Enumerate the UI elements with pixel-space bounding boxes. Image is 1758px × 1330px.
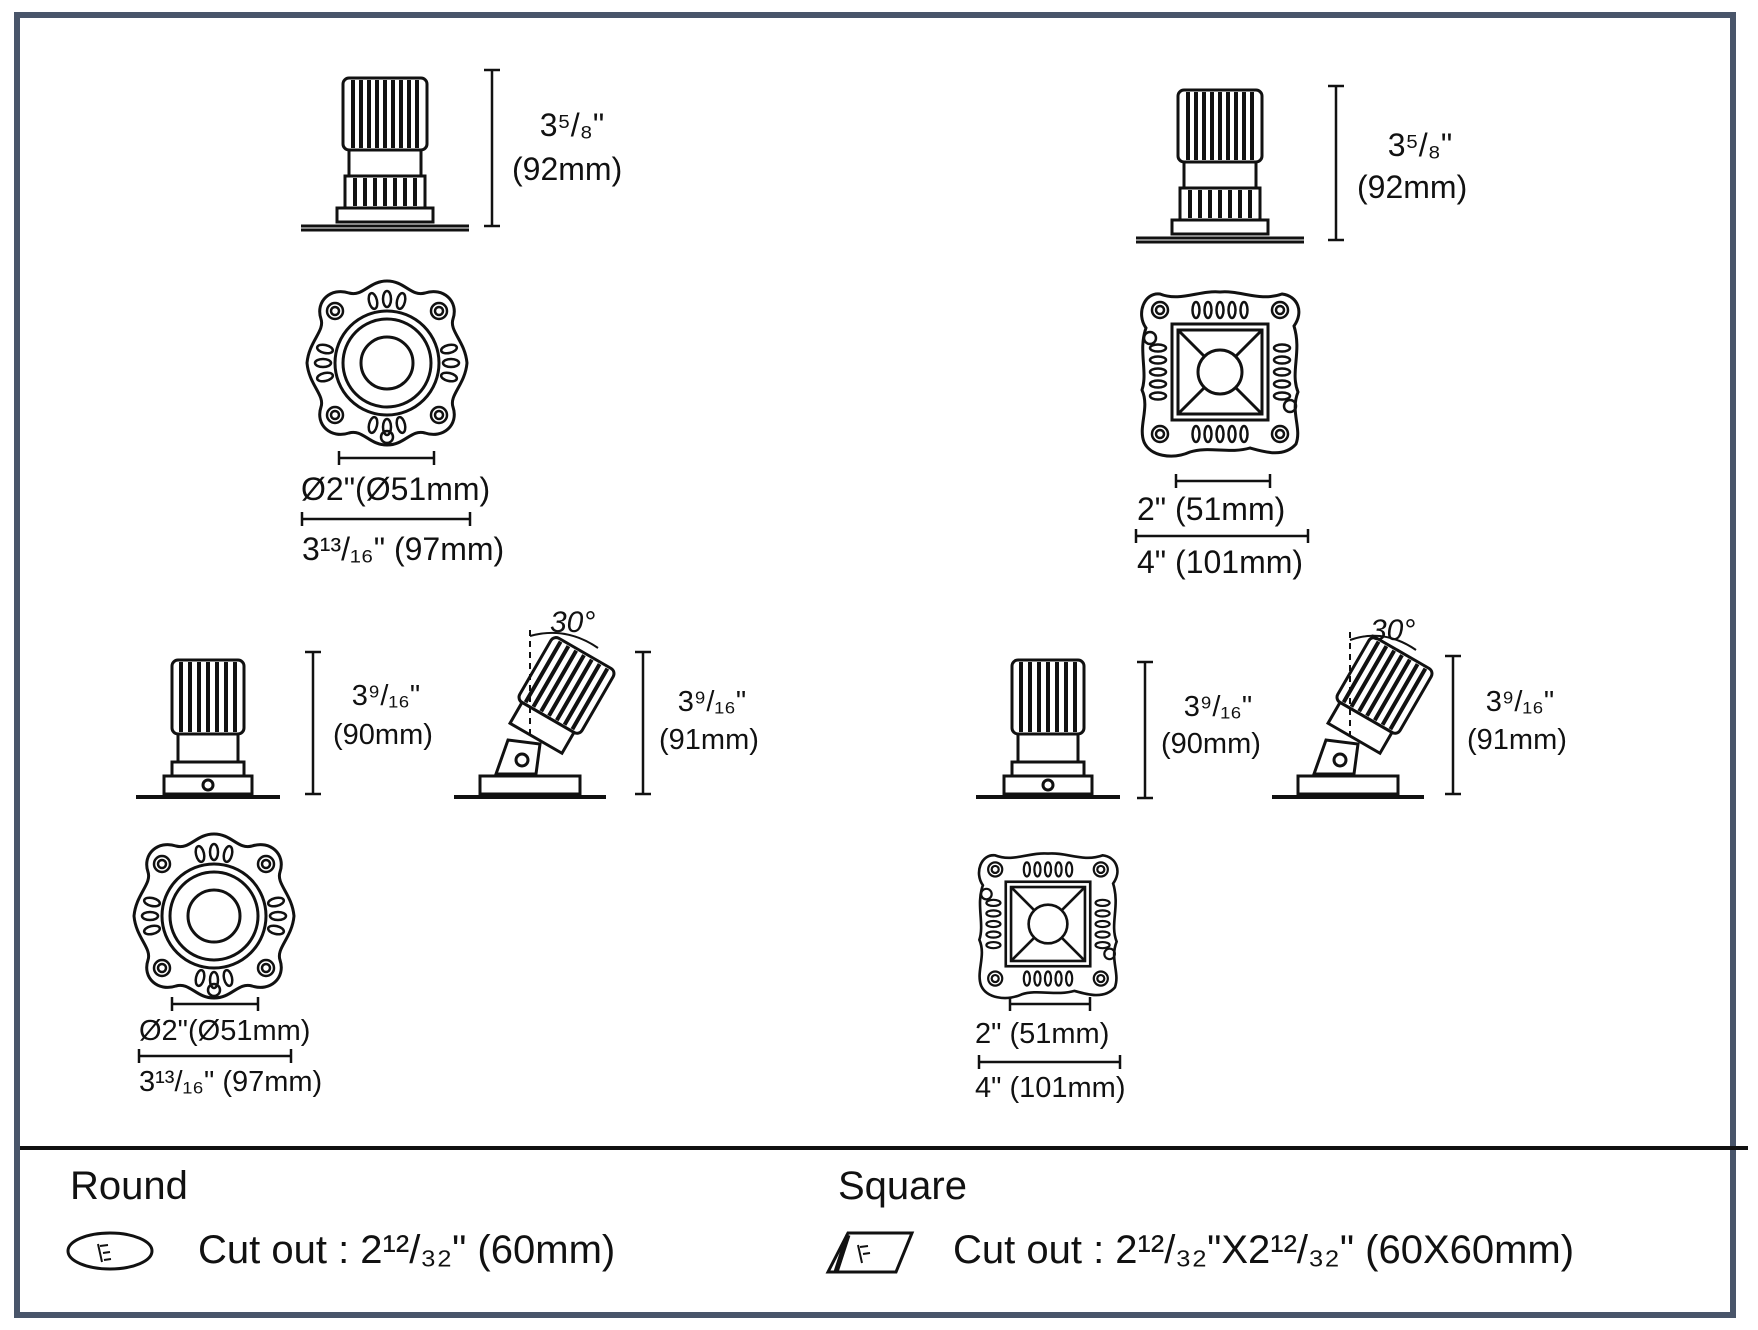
square-small-width-dimensions <box>977 997 1122 1069</box>
round-small-fixed-height-mm: (90mm) <box>333 719 433 751</box>
round-cutout-text: Cut out : 2¹²/₃₂" (60mm) <box>198 1228 616 1272</box>
round-small-width-dimensions <box>137 997 293 1063</box>
square-small-angle-marker <box>1349 632 1417 740</box>
round-small-fixed-height-dimension <box>305 650 321 796</box>
round-cutout-icon <box>66 1231 154 1271</box>
square-large-plate <box>1140 290 1301 458</box>
round-small-tilt-angle: 30° <box>550 606 596 639</box>
square-small-tilt-height-dimension <box>1445 654 1461 796</box>
round-large-height-dimension <box>484 68 500 228</box>
square-large-inner-size: 2" (51mm) <box>1137 491 1286 527</box>
square-small-fixed-height-dimension <box>1137 660 1153 800</box>
square-small-inner-size: 2" (51mm) <box>975 1018 1110 1050</box>
round-small-tilted-side-view <box>452 633 619 799</box>
square-small-tilt-height-mm: (91mm) <box>1467 724 1567 756</box>
square-large-outer-size: 4" (101mm) <box>1137 544 1304 580</box>
round-large-inner-diameter: Ø2"(Ø51mm) <box>301 471 491 507</box>
square-large-height-dimension <box>1328 84 1344 242</box>
round-small-plate <box>132 832 296 1000</box>
round-large-plate <box>305 279 469 447</box>
square-cutout-text: Cut out : 2¹²/₃₂"X2¹²/₃₂" (60X60mm) <box>953 1228 1575 1272</box>
round-small-inner-diameter: Ø2"(Ø51mm) <box>139 1015 311 1047</box>
square-small-tilt-height-fraction: 3⁹/₁₆" <box>1485 686 1555 718</box>
square-small-fixed-height-mm: (90mm) <box>1161 728 1261 760</box>
round-small-outer-diameter: 3¹³/₁₆" (97mm) <box>139 1066 323 1098</box>
square-small-outer-size: 4" (101mm) <box>975 1072 1126 1104</box>
square-large-width-dimensions <box>1134 474 1310 543</box>
round-large-height-mm: (92mm) <box>512 151 623 187</box>
round-large-width-dimensions <box>300 451 472 526</box>
round-footer-title: Round <box>70 1164 188 1208</box>
square-footer-title: Square <box>838 1164 967 1208</box>
square-small-fixed-side-view <box>974 658 1122 799</box>
square-large-height-fraction: 3⁵/₈" <box>1387 127 1453 163</box>
square-large-side-view <box>1134 88 1306 244</box>
round-large-side-view <box>299 76 471 232</box>
round-small-tilt-height-dimension <box>635 650 651 796</box>
round-large-height-fraction: 3⁵/₈" <box>539 107 605 143</box>
square-small-plate <box>977 852 1119 1000</box>
round-small-tilt-height-fraction: 3⁹/₁₆" <box>677 686 747 718</box>
round-small-fixed-height-fraction: 3⁹/₁₆" <box>351 680 421 712</box>
square-cutout-icon <box>825 1231 915 1274</box>
square-large-height-mm: (92mm) <box>1357 169 1468 205</box>
square-small-tilt-angle: 30° <box>1370 614 1416 647</box>
round-small-tilt-height-mm: (91mm) <box>659 724 759 756</box>
round-small-fixed-side-view <box>134 658 282 799</box>
round-large-outer-diameter: 3¹³/₁₆" (97mm) <box>302 531 505 567</box>
round-small-angle-marker <box>529 630 599 740</box>
square-small-tilted-side-view <box>1270 633 1437 799</box>
square-small-fixed-height-fraction: 3⁹/₁₆" <box>1183 691 1253 723</box>
